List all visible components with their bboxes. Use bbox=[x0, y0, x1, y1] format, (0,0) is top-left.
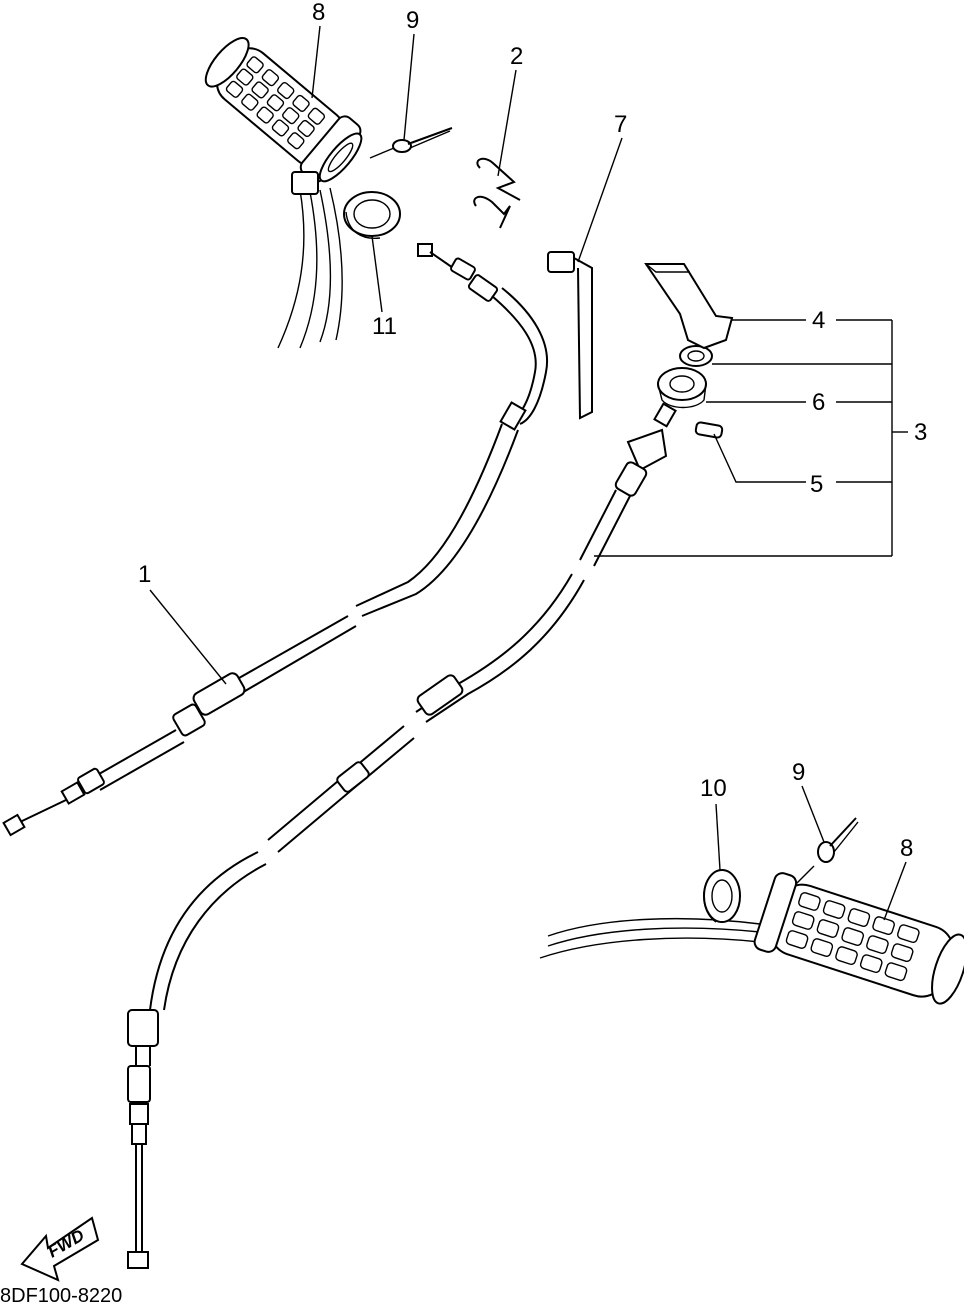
svg-text:10: 10 bbox=[700, 775, 727, 802]
svg-text:11: 11 bbox=[372, 313, 397, 340]
cable-clip-2: 2 bbox=[473, 43, 523, 229]
right-handlebar-grip: 8 bbox=[539, 835, 964, 1005]
throttle-cable-3 bbox=[127, 402, 677, 1269]
svg-text:9: 9 bbox=[792, 759, 805, 786]
washer bbox=[679, 345, 713, 367]
svg-text:4: 4 bbox=[812, 307, 825, 334]
cable-tie-7: 7 bbox=[547, 111, 627, 420]
svg-text:8: 8 bbox=[900, 835, 913, 862]
screw-top: 9 bbox=[369, 7, 453, 159]
svg-text:7: 7 bbox=[614, 111, 627, 138]
svg-text:2: 2 bbox=[510, 43, 523, 70]
svg-text:1: 1 bbox=[138, 561, 151, 588]
forward-direction-arrow: FWD bbox=[20, 1216, 100, 1282]
svg-text:8: 8 bbox=[312, 0, 325, 26]
svg-text:5: 5 bbox=[810, 471, 823, 498]
callout-8-left: 8 bbox=[311, 0, 325, 99]
screw-bottom: 9 bbox=[792, 759, 859, 885]
pin-5 bbox=[694, 421, 724, 439]
left-handlebar-grip bbox=[204, 37, 363, 349]
diagram-code: 8DF100-8220 bbox=[0, 1285, 122, 1305]
svg-text:3: 3 bbox=[914, 419, 927, 446]
assembly-bracket: 4 6 5 3 bbox=[594, 307, 927, 557]
collar-10: 10 bbox=[700, 775, 741, 923]
nut-6 bbox=[657, 367, 707, 409]
throttle-cable-1: 1 bbox=[2, 243, 549, 837]
throttle-lever-4 bbox=[644, 263, 734, 350]
svg-text:6: 6 bbox=[812, 389, 825, 416]
collar-11: 11 bbox=[343, 191, 401, 340]
svg-text:9: 9 bbox=[406, 7, 419, 34]
